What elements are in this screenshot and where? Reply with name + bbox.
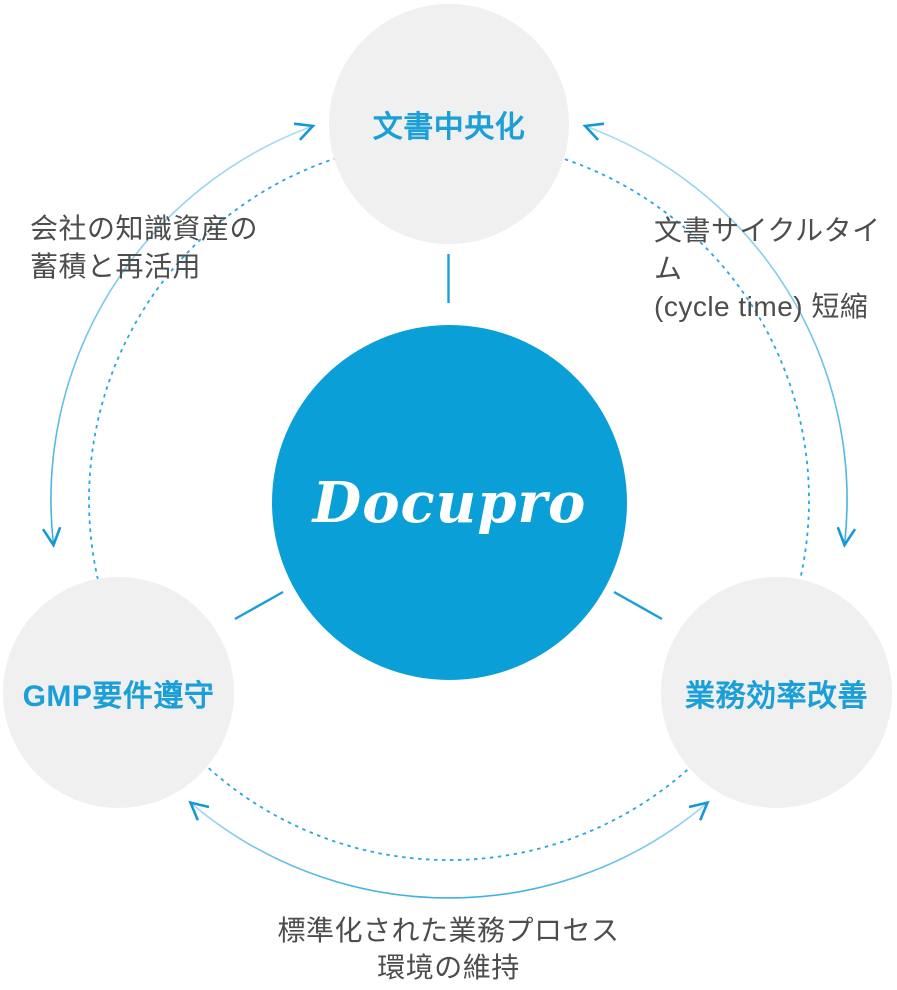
caption-knowledge-assets: 会社の知識資産の 蓄積と再活用 — [30, 210, 258, 286]
caption-standardized-process-line1: 標準化された業務プロセス — [277, 915, 620, 946]
arrowhead-into-top-from-right-icon — [582, 122, 605, 141]
node-gmp-compliance: GMP要件遵守 — [3, 577, 234, 808]
caption-cycle-time-line2: (cycle time) 短縮 — [654, 291, 869, 322]
arrowhead-into-gmp-from-top-icon — [41, 526, 62, 548]
dotted-arc-right — [557, 155, 810, 588]
caption-knowledge-assets-line2: 蓄積と再活用 — [30, 251, 202, 282]
arrowhead-into-efficiency-from-top-icon — [836, 526, 857, 548]
caption-cycle-time: 文書サイクルタイム (cycle time) 短縮 — [654, 212, 897, 326]
node-gmp-compliance-label: GMP要件遵守 — [22, 679, 215, 713]
caption-knowledge-assets-line1: 会社の知識資産の — [30, 213, 259, 244]
caption-standardized-process: 標準化された業務プロセス 環境の維持 — [0, 912, 897, 986]
dotted-arc-bottom — [198, 758, 700, 861]
docupro-logo: Docupro — [312, 469, 587, 536]
caption-standardized-process-line2: 環境の維持 — [377, 952, 520, 983]
cycle-arc-bottom — [189, 801, 709, 899]
cycle-arc-right — [584, 125, 848, 546]
spoke-center-to-gmp — [234, 590, 284, 621]
node-work-efficiency-label: 業務効率改善 — [685, 679, 868, 713]
spoke-center-to-efficiency — [613, 590, 663, 621]
node-work-efficiency: 業務効率改善 — [661, 577, 892, 808]
dotted-arc-left — [88, 155, 341, 588]
center-brand-circle: Docupro — [272, 325, 627, 680]
node-document-centralization-label: 文書中央化 — [372, 111, 526, 144]
caption-cycle-time-line1: 文書サイクルタイム — [654, 215, 881, 284]
node-document-centralization: 文書中央化 — [329, 4, 569, 244]
arrowhead-into-gmp-from-bottom-icon — [188, 800, 210, 821]
arrowhead-into-top-from-left-icon — [293, 122, 316, 141]
cycle-arc-left — [50, 125, 314, 546]
arrowhead-into-efficiency-from-bottom-icon — [688, 800, 710, 821]
